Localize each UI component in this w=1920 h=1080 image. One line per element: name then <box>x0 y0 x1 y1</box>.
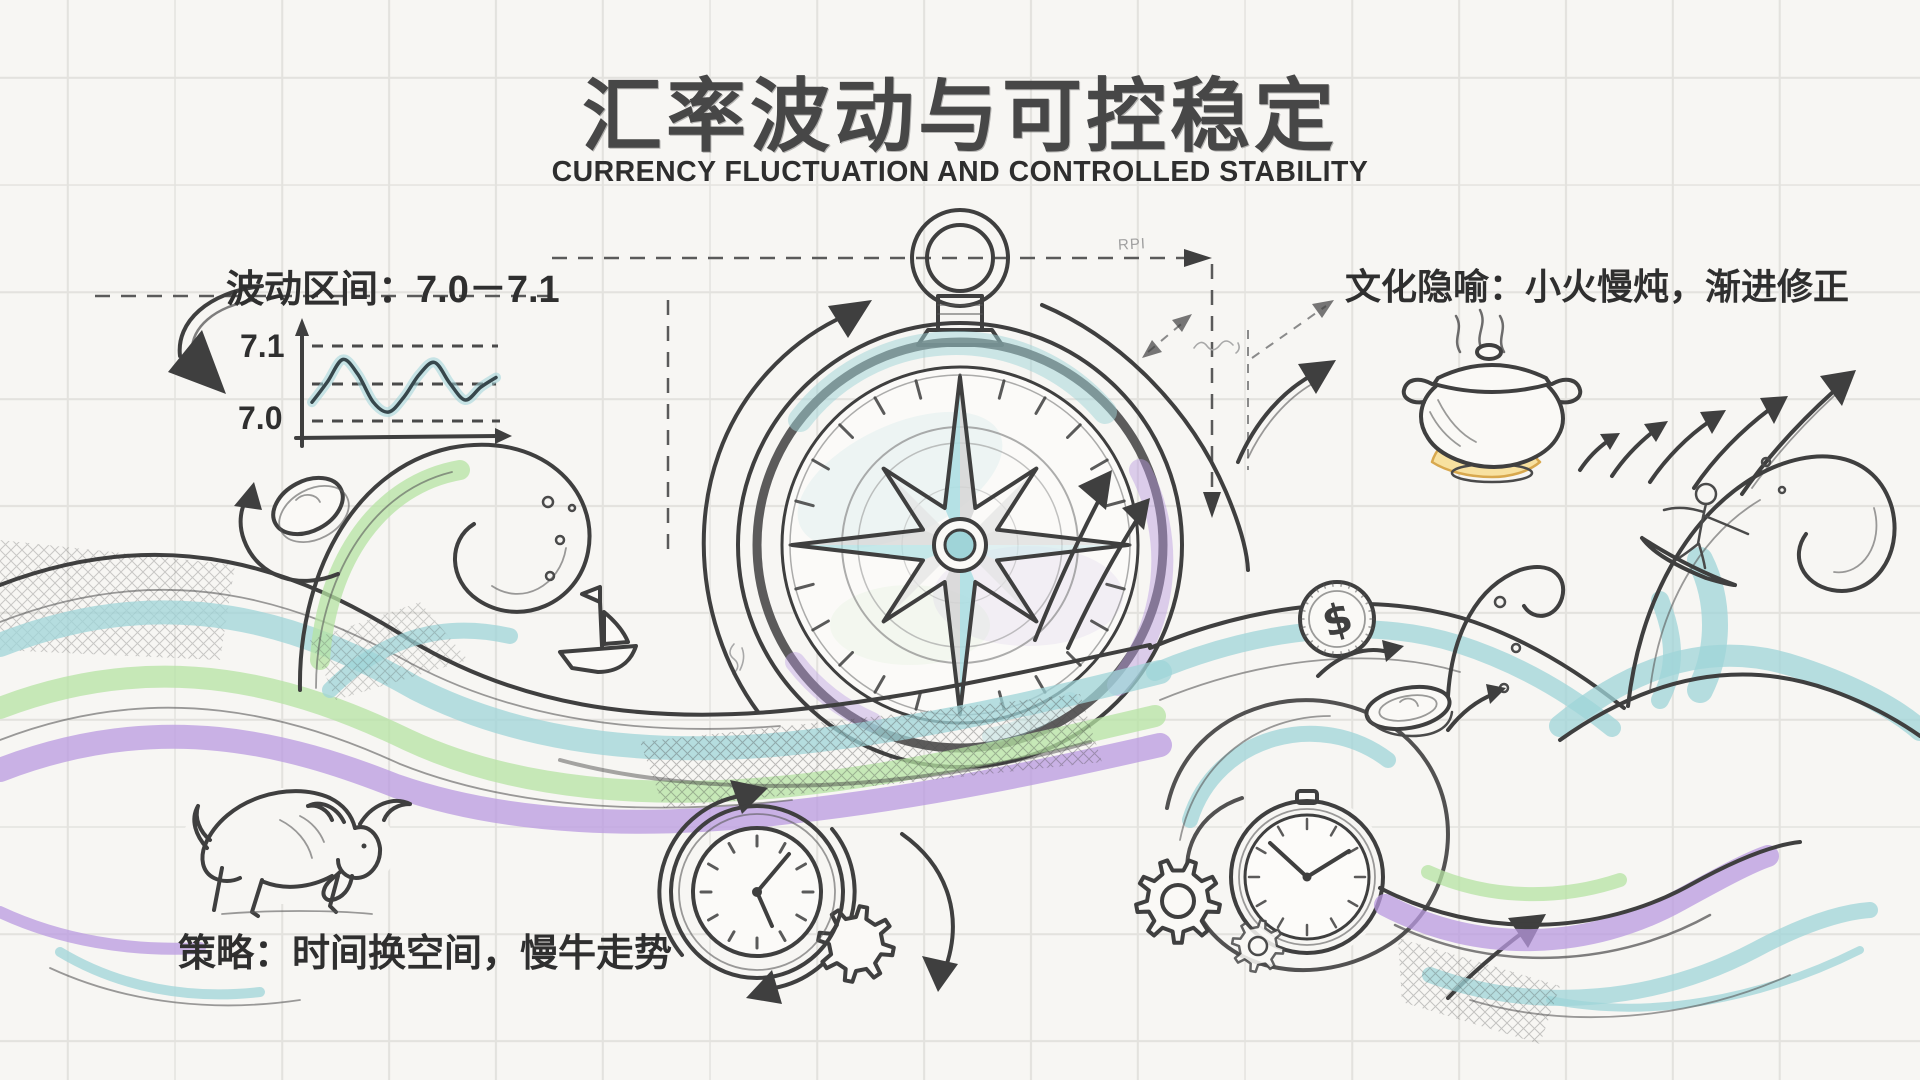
dollar-coins-icon: $ <box>1298 580 1506 738</box>
fluctuation-mini-chart <box>294 318 512 448</box>
compass-tick-ring <box>788 373 1132 717</box>
mini-chart-ytick-low: 7.0 <box>238 400 283 436</box>
cultural-metaphor-label: 文化隐喻：小火慢炖，渐进修正 <box>1345 266 1850 307</box>
wave-tails <box>0 840 1878 1044</box>
page-title: 汇率波动与可控稳定 <box>582 72 1338 161</box>
surfer-icon <box>1640 482 1750 587</box>
cooking-pot-icon <box>1401 308 1583 484</box>
fluctuation-range-label: 波动区间：7.0－7.1 <box>226 269 560 311</box>
compass-icon <box>701 208 1250 769</box>
bull-icon <box>180 788 412 918</box>
page-subtitle: CURRENCY FLUCTUATION AND CONTROLLED STAB… <box>551 156 1369 188</box>
water-droplets <box>541 495 577 582</box>
sailboat-icon <box>558 585 638 674</box>
strategy-label: 策略：时间换空间，慢牛走势 <box>178 933 673 975</box>
pencil-note-label: RPI <box>1117 235 1147 254</box>
wave-flow <box>0 360 1626 834</box>
curved-down-arrow-icon <box>168 284 264 394</box>
growth-arrows-icon <box>1578 370 1856 496</box>
surf-wave <box>1549 454 1920 742</box>
coin-flip-icon <box>234 475 350 583</box>
compass-rose <box>790 375 1130 715</box>
mini-chart-ytick-high: 7.1 <box>240 328 285 364</box>
clock-cycle-icon <box>657 780 958 1004</box>
